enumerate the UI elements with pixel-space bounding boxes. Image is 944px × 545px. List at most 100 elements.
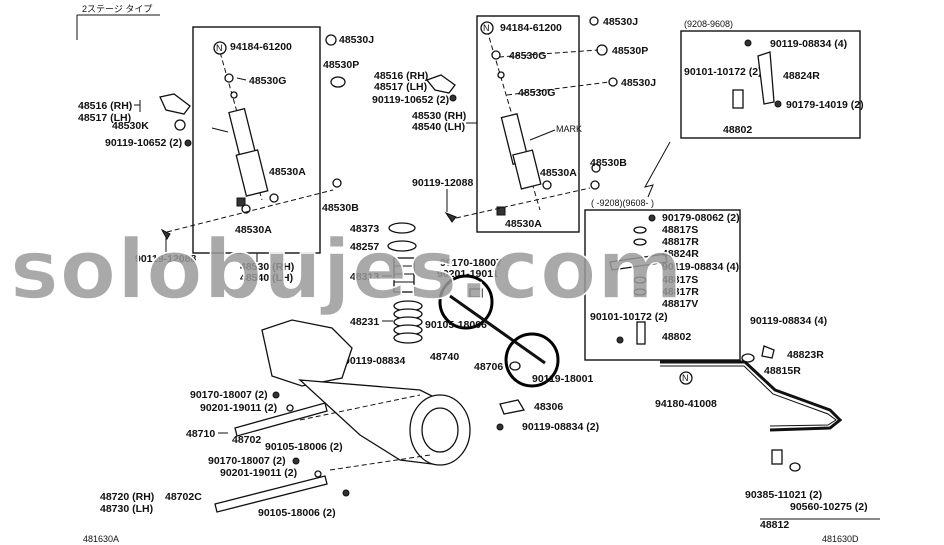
label-90119-08834-mr: 90119-08834 (4) [662,261,739,273]
label-90119-12088-left: 90119-12088 [135,253,196,265]
label-90560-10275: 90560-10275 (2) [790,501,868,513]
box-top-right [680,30,861,139]
stabilizer-bracket-mr [609,253,668,271]
svg-text:N: N [216,43,223,53]
label-90119-18001: 90119-18001 [532,373,593,385]
label-48530-rh-left: 48530 (RH) [240,261,294,273]
label-48812: 48812 [760,519,789,531]
label-48530J-center-a: 48530J [603,16,638,28]
label-94184-61200-left: 94184-61200 [230,41,292,53]
label-48530-rh-center: 48530 (RH) [412,110,466,122]
label-90105-18006-lower-1: 90105-18006 (2) [265,441,343,453]
label-48817S-a: 48817S [662,224,698,236]
stabilizer-bar: N [660,345,843,472]
label-48802-mr: 48802 [662,331,691,343]
label-48817R-b: 48817R [662,286,699,298]
label-90119-08834-stab: 90119-08834 (4) [750,315,827,327]
label-48702C: 48702C [165,491,202,503]
figure-code-right: 481630D [822,534,859,544]
rear-axle-housing [261,319,471,471]
label-48373: 48373 [350,223,379,235]
label-90201-19011-lower-2: 90201-19011 (2) [220,467,297,479]
label-48823R: 48823R [787,349,824,361]
svg-text:N: N [483,23,490,33]
stabilizer-bracket-tr [757,51,775,105]
label-48530A-left-1: 48530A [269,166,306,178]
label-48824R-mr: 48824R [662,248,699,260]
center-shock-box [476,15,580,233]
left-upper-bracket [159,93,191,115]
arrow-indicator [644,141,671,198]
highlight-circle-upper [438,274,494,330]
label-48817V: 48817V [662,298,698,310]
label-48306: 48306 [534,401,563,413]
label-94184-61200-center: 94184-61200 [500,22,562,34]
label-48530K-left: 48530K [112,120,149,132]
label-48710: 48710 [186,428,215,440]
label-48530B-center: 48530B [590,157,627,169]
label-48530A-center: 48530A [540,167,577,179]
label-90170-18007-center: 90170-18007 [440,257,502,269]
label-90119-10652-center: 90119-10652 (2) [372,94,449,106]
label-48706: 48706 [474,361,503,373]
label-90119-10652-left: 90119-10652 (2) [105,137,182,149]
label-90170-18007-lower-1: 90170-18007 (2) [190,389,268,401]
svg-text:N: N [682,373,689,383]
center-shock-absorber: N [480,21,552,216]
label-48530G-center-b: 48530G [518,87,555,99]
label-90119-08834-tr: 90119-08834 (4) [770,38,847,50]
label-48720-rh: 48720 (RH) [100,491,154,503]
label-48824R-tr: 48824R [783,70,820,82]
label-48540-lh-left: 48540 (LH) [240,272,293,284]
label-48530B-left: 48530B [322,202,359,214]
label-48802-tr: 48802 [723,124,752,136]
label-90201-19011-center: 90201-19011 [437,268,498,280]
label-48817R-a: 48817R [662,236,699,248]
label-48231: 48231 [350,316,379,328]
label-48530G-left: 48530G [249,75,286,87]
label-48530P-center: 48530P [612,45,648,57]
label-48702: 48702 [232,434,261,446]
label-48517-lh-left: 48517 (LH) [78,112,131,124]
label-90105-18006-center: 90105-18006 [425,319,487,331]
label-90105-18006-lower-2: 90105-18006 (2) [258,507,336,519]
coil-spring-stack [387,222,423,344]
box-mid-right [584,209,741,361]
upper-control-arm [234,402,328,437]
label-48530A-left-2: 48530A [235,224,272,236]
label-mark: MARK [556,124,582,134]
label-90119-12088-center: 90119-12088 [412,177,473,189]
highlight-circle-lower [504,332,560,388]
bracket-48306 [499,399,526,415]
label-48530A-center-2: 48530A [505,218,542,230]
left-shock-absorber: N [211,41,279,214]
label-range-top-right: (9208-9608) [684,19,733,29]
label-48516-rh-center: 48516 (RH) [374,70,428,82]
label-48817S-b: 48817S [662,274,698,286]
label-90119-08834-mid: 90119-08834 (2) [522,421,599,433]
label-range-mid-right: ( -9208)(9608- ) [591,198,654,208]
label-94180-41008: 94180-41008 [655,398,717,410]
label-48257: 48257 [350,241,379,253]
lower-control-arm [214,475,328,513]
label-48730-lh: 48730 (LH) [100,503,153,515]
figure-code-left: 481630A [83,534,119,544]
label-90385-11021: 90385-11021 (2) [745,489,822,501]
label-48516-rh-left: 48516 (RH) [78,100,132,112]
label-48740: 48740 [430,351,459,363]
watermark: solobujes.com [10,223,684,318]
center-upper-bracket [425,74,456,94]
label-90201-19011-lower-1: 90201-19011 (2) [200,402,277,414]
label-48540-lh-center: 48540 (LH) [412,121,465,133]
label-90101-10172-tr: 90101-10172 (2) [684,66,762,78]
label-48530J-center-b: 48530J [621,77,656,89]
label-90179-14019-tr: 90179-14019 (2) [786,99,864,111]
stage-type-label: 2ステージ タイプ [82,4,152,14]
label-48530G-center: 48530G [509,50,546,62]
label-48530P-left: 48530P [323,59,359,71]
label-90119-08834-center: 90119-08834 [344,355,405,367]
label-90101-10172-mr: 90101-10172 (2) [590,311,668,323]
label-48530J-left: 48530J [339,34,374,46]
